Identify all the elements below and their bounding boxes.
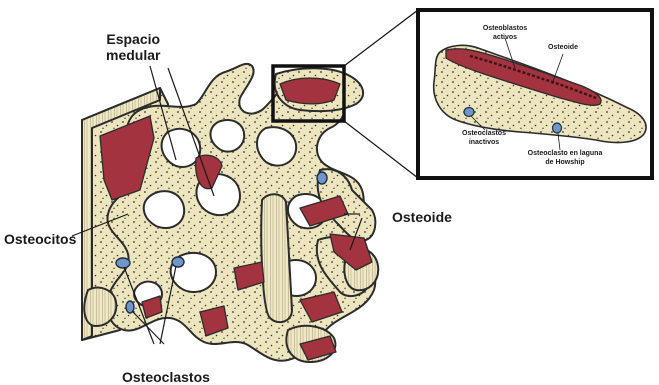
label-osteocitos: Osteocitos <box>4 231 76 247</box>
marrow-space <box>257 127 296 165</box>
inset-label-osteoblastos-activos: Osteoblastos activos <box>475 25 535 43</box>
osteoclast-cell <box>317 172 327 184</box>
inset-label-osteoclasto-laguna: Osteoclasto en laguna de Howship <box>520 150 610 168</box>
label-espacio-medular: Espacio medular <box>106 31 160 63</box>
marrow-space <box>211 120 245 152</box>
inset-label-osteoclastos-inactivos: Osteoclastos inactivos <box>451 130 517 148</box>
inset-label-osteoblastos-activos-line1: Osteoblastos <box>475 25 535 34</box>
zoom-line <box>344 121 418 178</box>
osteoclast-cell <box>172 257 184 267</box>
inset-label-osteoide: Osteoide <box>543 44 583 53</box>
inset-label-osteoclastos-inactivos-line2: inactivos <box>451 139 517 148</box>
cut-trabecula-vertical <box>261 194 292 322</box>
inset-osteoclast-inactive <box>464 108 474 117</box>
cut-face-bottom-left <box>84 288 116 326</box>
osteoclast-cell <box>116 258 130 268</box>
inset-label-osteoclasto-laguna-line2: de Howship <box>520 159 610 168</box>
label-osteoclastos: Osteoclastos <box>122 369 210 385</box>
label-espacio-medular-line1: Espacio <box>106 31 160 47</box>
inset-label-osteoclasto-laguna-line1: Osteoclasto en laguna <box>520 150 610 159</box>
inset-osteoclast-howship <box>553 123 562 133</box>
inset-label-osteoclastos-inactivos-line1: Osteoclastos <box>451 130 517 139</box>
inset-label-osteoblastos-activos-line2: activos <box>475 34 535 43</box>
label-espacio-medular-line2: medular <box>106 47 160 63</box>
zoom-line <box>344 10 418 66</box>
marrow-space <box>162 129 201 167</box>
osteoid-patch <box>280 78 340 104</box>
marrow-space <box>144 191 184 228</box>
label-osteoide: Osteoide <box>392 209 452 225</box>
